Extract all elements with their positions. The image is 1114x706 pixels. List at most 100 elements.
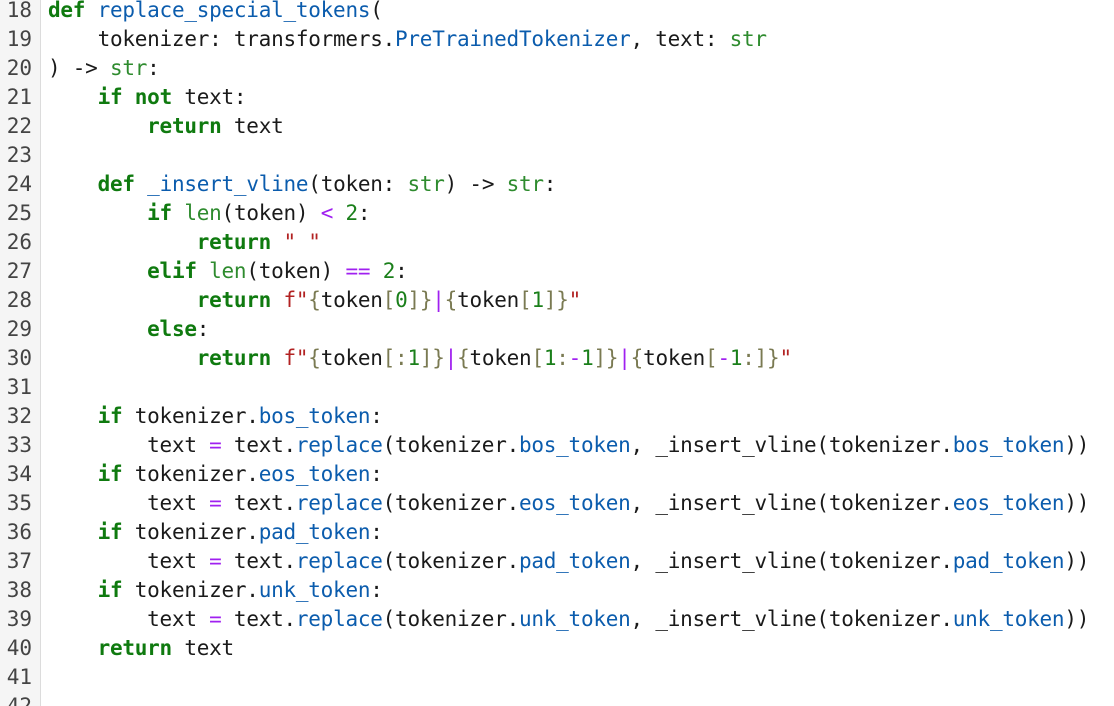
- line-source: return text: [48, 634, 235, 663]
- code-token: ) ->: [444, 172, 507, 196]
- code-token: [48, 85, 98, 109]
- code-token: |: [432, 288, 445, 312]
- code-token: eos_token: [518, 491, 631, 515]
- code-token: text:: [171, 85, 247, 109]
- line-number: 35: [6, 491, 32, 515]
- code-token: if: [97, 404, 123, 428]
- code-token: pad_token: [518, 549, 631, 573]
- code-token: 2: [382, 259, 396, 283]
- code-token: 1: [581, 346, 594, 370]
- code-token: :: [370, 404, 383, 428]
- code-token: pad_token: [952, 549, 1065, 573]
- code-line[interactable]: 26 return " ": [0, 228, 1114, 257]
- code-line[interactable]: 40 return text: [0, 634, 1114, 663]
- code-line[interactable]: 29 else:: [0, 315, 1114, 344]
- code-token: ==: [345, 259, 371, 283]
- line-source: else:: [48, 315, 209, 344]
- code-token: replace: [295, 549, 383, 573]
- line-number: 41: [6, 665, 32, 689]
- code-token: ": [779, 346, 792, 370]
- line-number: 33: [6, 433, 32, 457]
- line-source: if tokenizer.eos_token:: [48, 460, 383, 489]
- code-line[interactable]: 41: [0, 663, 1114, 692]
- code-token: (tokenizer.: [382, 433, 520, 457]
- code-token: (token): [221, 201, 321, 225]
- code-token: :]}: [742, 346, 780, 370]
- line-number: 22: [6, 114, 32, 138]
- code-token: =: [209, 491, 222, 515]
- line-number: 32: [6, 404, 32, 428]
- code-token: )): [1064, 607, 1090, 631]
- code-token: <: [320, 201, 334, 225]
- code-token: (tokenizer.: [382, 549, 520, 573]
- code-line[interactable]: 27 elif len(token) == 2:: [0, 257, 1114, 286]
- code-token: def: [97, 172, 135, 196]
- code-line[interactable]: 37 text = text.replace(tokenizer.pad_tok…: [0, 547, 1114, 576]
- code-token: [48, 288, 197, 312]
- code-token: )): [1064, 491, 1090, 515]
- line-number: 27: [6, 259, 32, 283]
- code-token: =: [209, 433, 222, 457]
- code-line[interactable]: 28 return f"{token[0]}|{token[1]}": [0, 286, 1114, 315]
- code-token: (: [370, 0, 383, 22]
- code-line[interactable]: 35 text = text.replace(tokenizer.eos_tok…: [0, 489, 1114, 518]
- code-line[interactable]: 25 if len(token) < 2:: [0, 199, 1114, 228]
- code-token: text: [221, 114, 284, 138]
- code-token: [48, 114, 147, 138]
- code-token: (tokenizer.: [382, 607, 520, 631]
- code-token: text: [48, 433, 210, 457]
- code-token: :: [357, 201, 371, 225]
- code-token: , _insert_vline(tokenizer.: [630, 433, 953, 457]
- line-source: def _insert_vline(token: str) -> str:: [48, 170, 557, 199]
- code-line[interactable]: 32 if tokenizer.bos_token:: [0, 402, 1114, 431]
- code-token: unk_token: [952, 607, 1065, 631]
- line-number: 30: [6, 346, 32, 370]
- code-token: text: [171, 636, 234, 660]
- code-token: text.: [221, 491, 296, 515]
- code-line[interactable]: 42: [0, 692, 1114, 706]
- code-token: elif: [147, 259, 197, 283]
- code-token: 1: [543, 346, 557, 370]
- code-line[interactable]: 22 return text: [0, 112, 1114, 141]
- code-token: text: [48, 607, 210, 631]
- code-token: [48, 201, 147, 225]
- code-token: (tokenizer.: [382, 491, 520, 515]
- code-line[interactable]: 36 if tokenizer.pad_token:: [0, 518, 1114, 547]
- code-token: 2: [345, 201, 359, 225]
- code-token: [172, 201, 184, 225]
- code-line[interactable]: 20) -> str:: [0, 54, 1114, 83]
- code-line[interactable]: 30 return f"{token[:1]}|{token[1:-1]}|{t…: [0, 344, 1114, 373]
- code-token: 1: [531, 288, 544, 312]
- line-source: def replace_special_tokens(: [48, 0, 383, 25]
- code-token: return: [147, 114, 222, 138]
- code-line[interactable]: 33 text = text.replace(tokenizer.bos_tok…: [0, 431, 1114, 460]
- code-token: (token:: [308, 172, 408, 196]
- code-line[interactable]: 38 if tokenizer.unk_token:: [0, 576, 1114, 605]
- code-token: [: [531, 346, 544, 370]
- code-line[interactable]: 31: [0, 373, 1114, 402]
- code-line[interactable]: 39 text = text.replace(tokenizer.unk_tok…: [0, 605, 1114, 634]
- line-source: return f"{token[:1]}|{token[1:-1]}|{toke…: [48, 344, 792, 373]
- code-token: [197, 259, 209, 283]
- code-token: , _insert_vline(tokenizer.: [630, 491, 953, 515]
- line-number: 38: [6, 578, 32, 602]
- code-token: :: [395, 259, 408, 283]
- line-source: if tokenizer.unk_token:: [48, 576, 383, 605]
- code-line[interactable]: 19 tokenizer: transformers.PreTrainedTok…: [0, 25, 1114, 54]
- code-token: str: [109, 56, 148, 80]
- code-line[interactable]: 23: [0, 141, 1114, 170]
- code-token: replace: [295, 607, 383, 631]
- code-token: pad_token: [258, 520, 371, 544]
- code-token: -: [568, 346, 582, 370]
- code-token: [271, 288, 283, 312]
- code-line[interactable]: 21 if not text:: [0, 83, 1114, 112]
- code-token: not: [134, 85, 172, 109]
- line-number: 26: [6, 230, 32, 254]
- line-source: text = text.replace(tokenizer.bos_token,…: [48, 431, 1089, 460]
- code-line[interactable]: 34 if tokenizer.eos_token:: [0, 460, 1114, 489]
- line-number: 19: [6, 27, 32, 51]
- code-line[interactable]: 24 def _insert_vline(token: str) -> str:: [0, 170, 1114, 199]
